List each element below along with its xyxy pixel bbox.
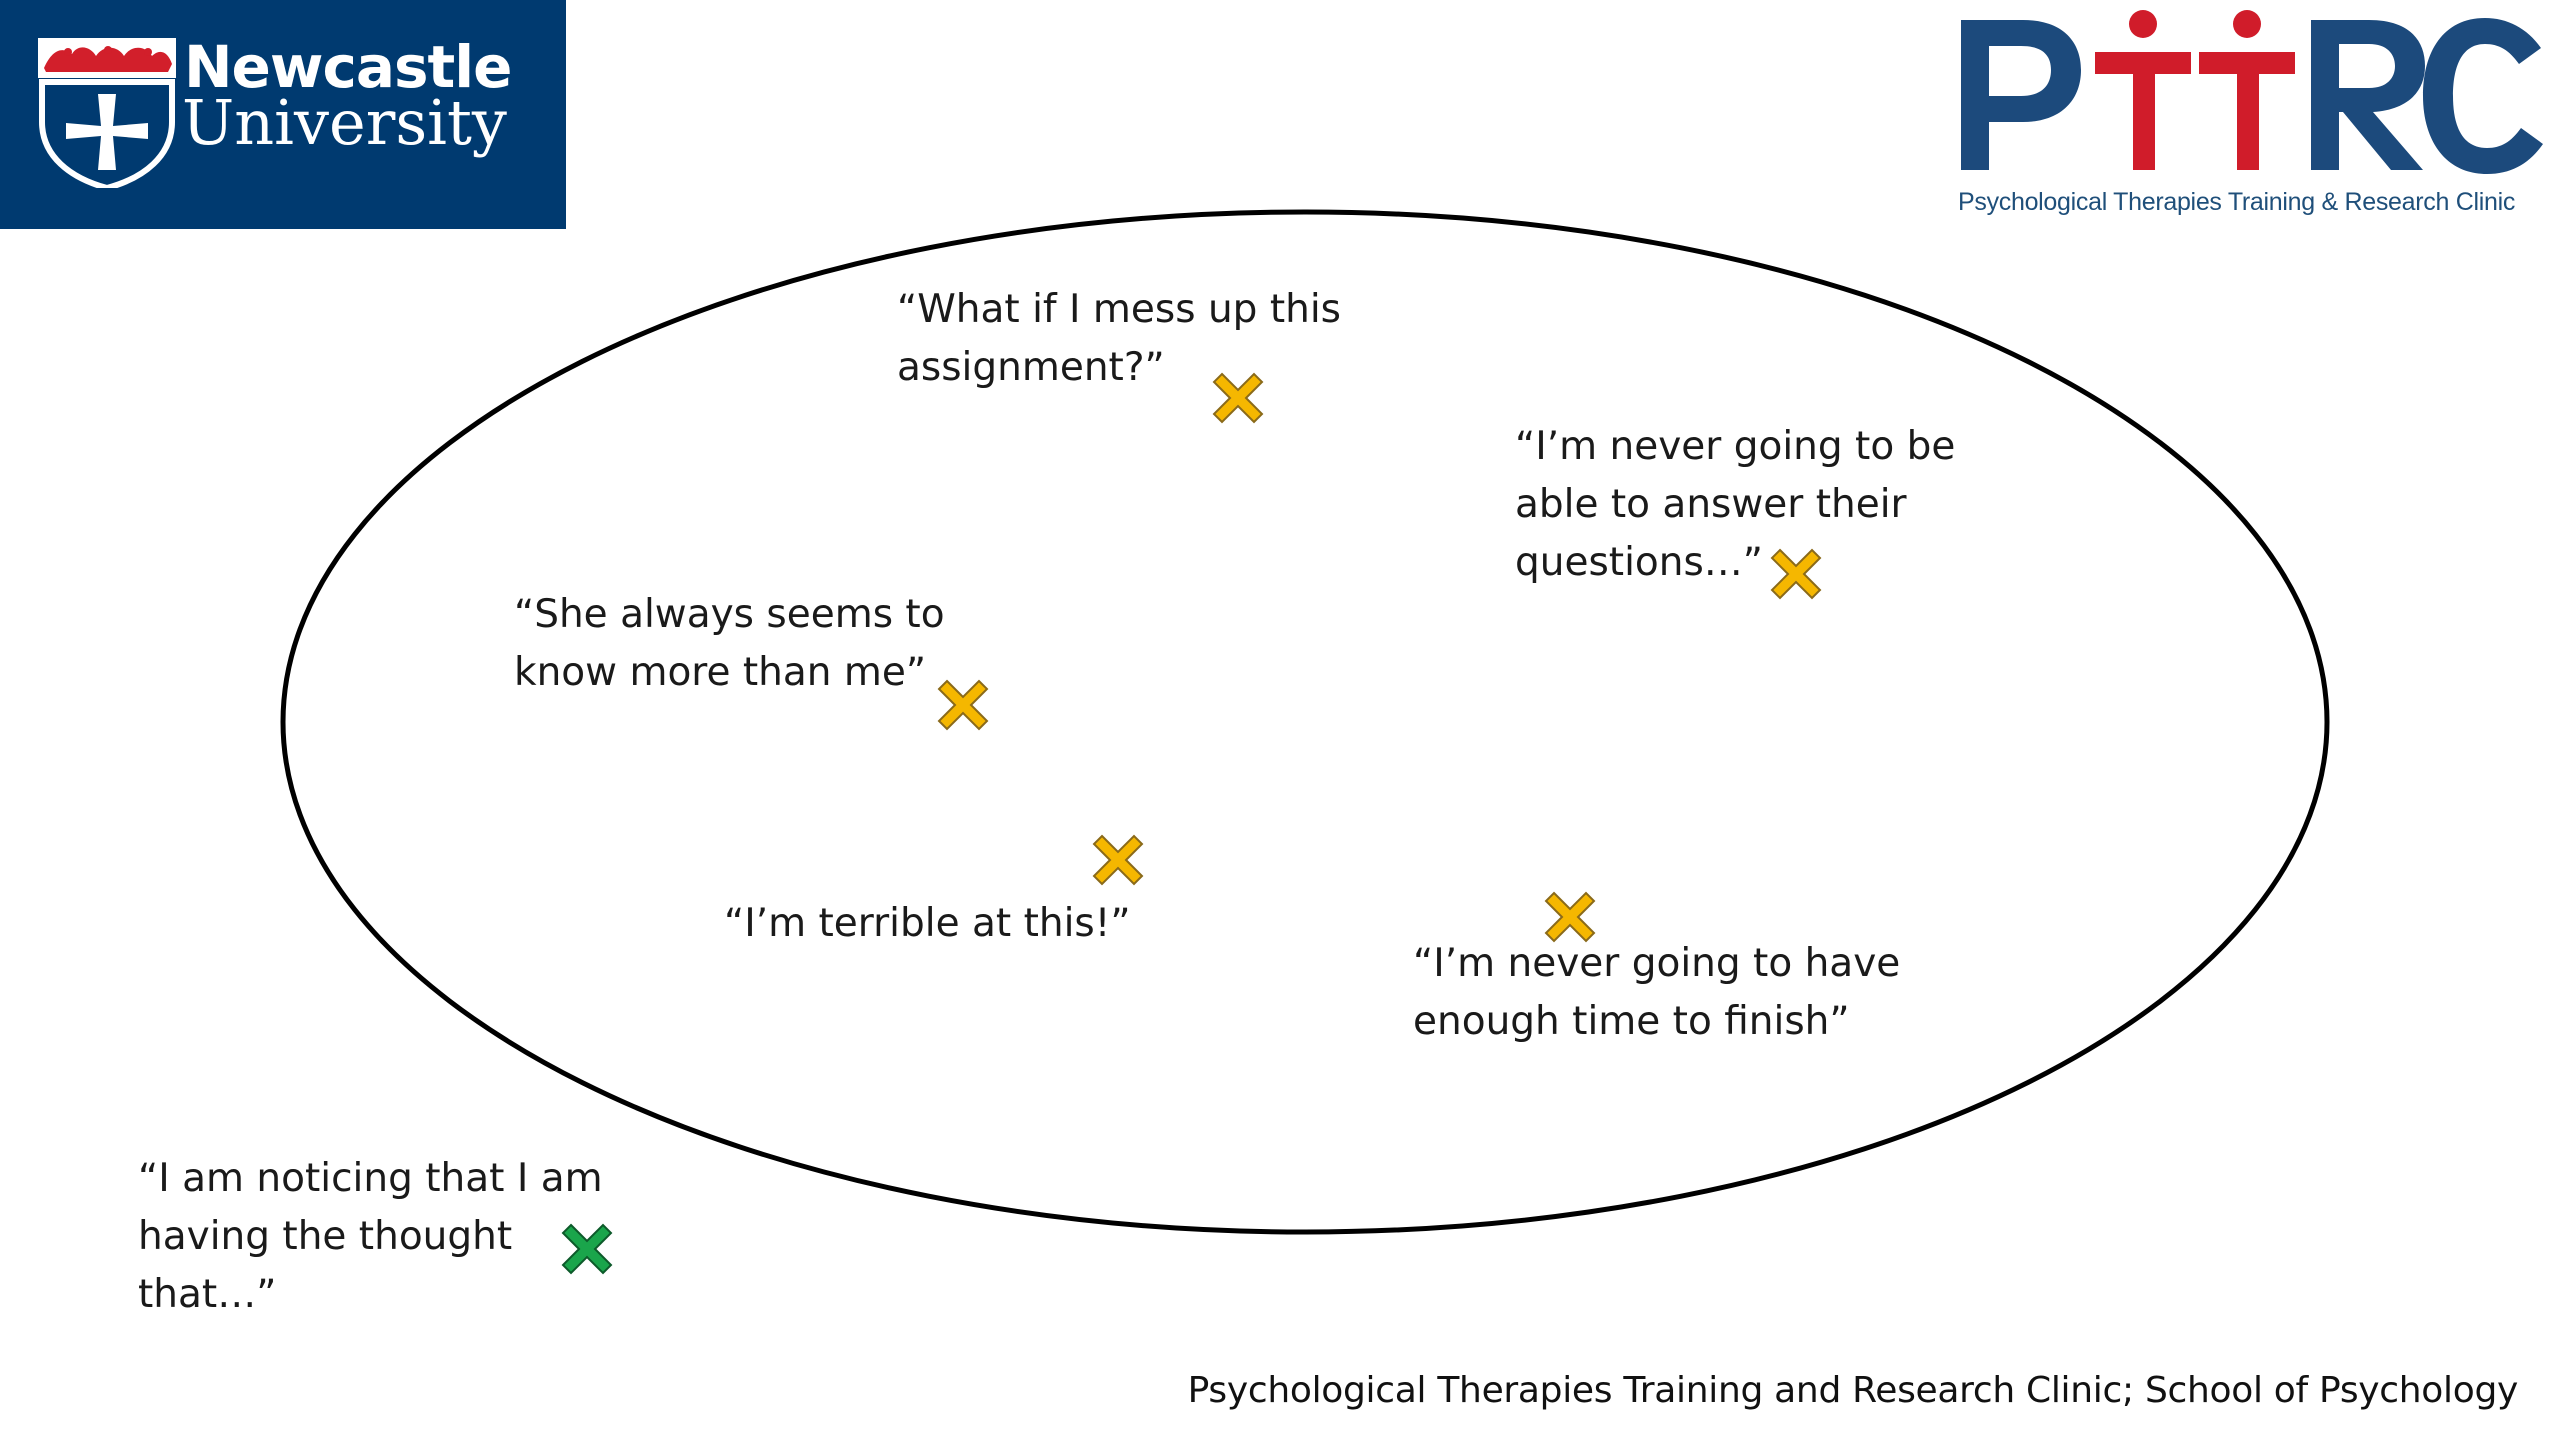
thought-mess-up-assignment: “What if I mess up this assignment?” [897,287,1341,390]
cross-icon [561,1223,613,1275]
newcastle-university-logo: Newcastle University [0,0,566,229]
thoughts-ellipse [280,209,2330,1235]
cross-icon [1092,834,1144,886]
university-name-line2: University [182,86,507,159]
thought-answer-questions: “I’m never going to be able to answer th… [1515,424,1956,585]
pttrc-letter-t2 [2199,10,2295,170]
thought-terrible: “I’m terrible at this!” [724,901,1131,946]
university-shield-icon [38,38,176,188]
pttrc-letter-p [1961,20,2081,170]
thought-not-enough-time: “I’m never going to have enough time to … [1413,941,1901,1044]
pttrc-letter-t1 [2095,10,2191,170]
cross-icon [1544,891,1596,943]
cross-icon [937,679,989,731]
thought-knows-more: “She always seems to know more than me” [514,592,945,695]
pttrc-logo [1961,10,2543,174]
observer-thought: “I am noticing that I am having the thou… [138,1156,603,1317]
cross-icon [1212,372,1264,424]
pttrc-letter-r [2311,20,2425,170]
cross-icon [1770,548,1822,600]
university-name-line1: Newcastle [184,33,512,101]
pttrc-tagline: Psychological Therapies Training & Resea… [1958,188,2516,216]
footer-caption: Psychological Therapies Training and Res… [1187,1370,2519,1411]
pttrc-letter-c [2423,18,2543,174]
